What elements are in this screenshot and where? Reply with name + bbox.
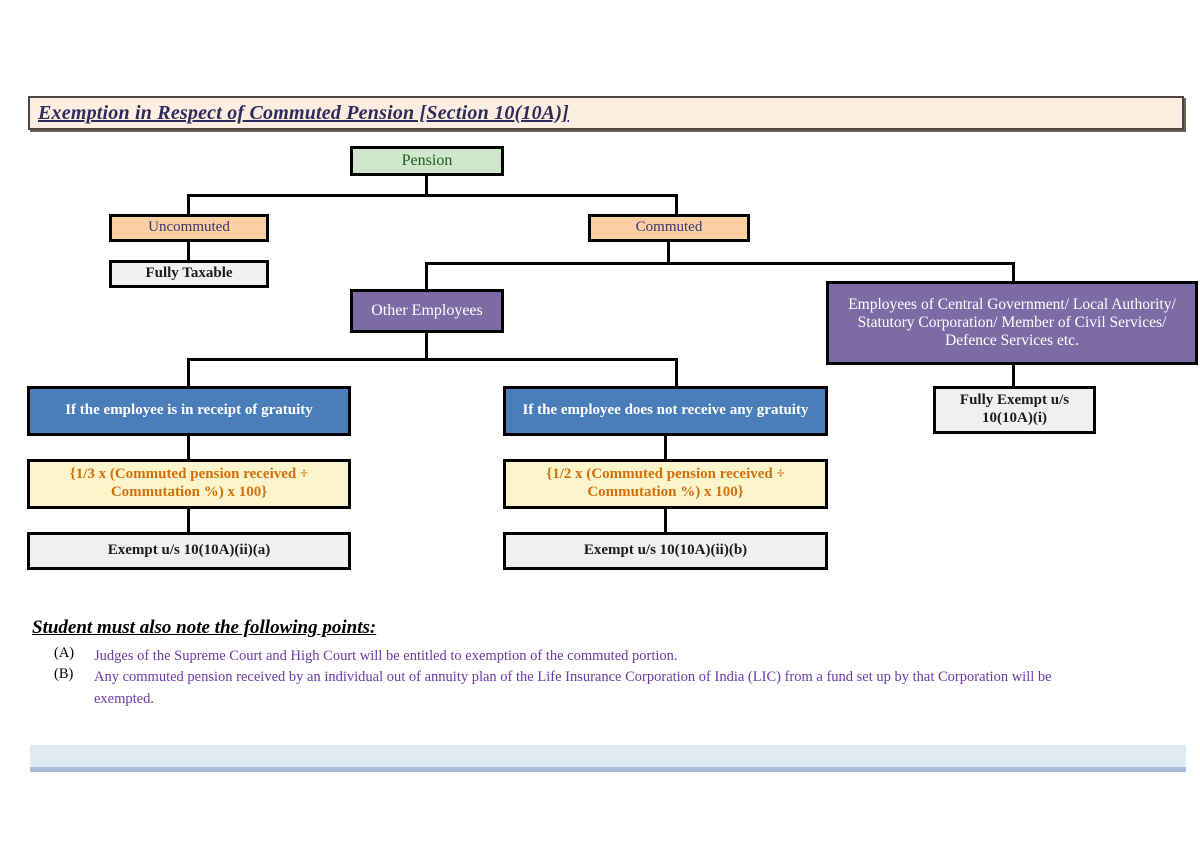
node-other-employees[interactable]: Other Employees [350,289,504,333]
node-with-gratuity[interactable]: If the employee is in receipt of gratuit… [27,386,351,436]
connector-commuted-stem [667,241,670,264]
connector-without-gratuity-formula [664,436,667,459]
connector-with-gratuity-formula [187,436,190,459]
connector-other-employees-bar [187,358,678,361]
connector-other-employees-stem [425,332,428,360]
connector-central-govt-fully-exempt [1012,364,1015,386]
node-commuted-label: Commuted [635,219,703,236]
title-banner: Exemption in Respect of Commuted Pension… [28,96,1184,130]
footer-rule [30,767,1186,772]
node-formula-one-third-label: {1/3 x (Commuted pension received ÷ Comm… [69,466,309,500]
node-commuted[interactable]: Commuted [588,214,750,242]
connector-pension-bar [187,194,678,197]
node-fully-taxable-label: Fully Taxable [145,265,233,282]
connector-formula-exempt-b [664,509,667,532]
node-uncommuted[interactable]: Uncommuted [109,214,269,242]
connector-to-with-gratuity [187,358,190,386]
connector-to-commuted [675,194,678,215]
node-fully-taxable[interactable]: Fully Taxable [109,260,269,288]
node-formula-one-third[interactable]: {1/3 x (Commuted pension received ÷ Comm… [27,459,351,509]
node-central-government-employees-label: Employees of Central Government/ Local A… [848,295,1176,350]
node-uncommuted-label: Uncommuted [148,219,230,236]
connector-to-central-govt [1012,262,1015,281]
node-exempt-a[interactable]: Exempt u/s 10(10A)(ii)(a) [27,532,351,570]
connector-to-other-employees [425,262,428,290]
page-title: Exemption in Respect of Commuted Pension… [38,102,570,124]
node-formula-one-half-label: {1/2 x (Commuted pension received ÷ Comm… [546,466,785,500]
connector-to-without-gratuity [675,358,678,386]
node-with-gratuity-label: If the employee is in receipt of gratuit… [65,402,313,419]
node-central-government-employees[interactable]: Employees of Central Government/ Local A… [826,281,1198,365]
node-exempt-a-label: Exempt u/s 10(10A)(ii)(a) [107,542,271,559]
connector-to-uncommuted [187,194,190,215]
node-formula-one-half[interactable]: {1/2 x (Commuted pension received ÷ Comm… [503,459,828,509]
note-text: Judges of the Supreme Court and High Cou… [94,648,678,664]
node-pension-label: Pension [401,151,453,169]
notes-heading: Student must also note the following poi… [32,617,377,638]
connector-commuted-bar [425,262,1015,265]
node-without-gratuity-label: If the employee does not receive any gra… [522,402,809,419]
note-item: (B) Any commuted pension received by an … [32,666,1052,711]
node-fully-exempt[interactable]: Fully Exempt u/s 10(10A)(i) [933,386,1096,434]
node-without-gratuity[interactable]: If the employee does not receive any gra… [503,386,828,436]
footer-band [30,745,1186,767]
node-pension[interactable]: Pension [350,146,504,176]
note-marker: (B) [54,666,74,682]
connector-pension-stem [425,175,428,197]
connector-uncommuted-fullytaxable [187,241,190,261]
node-exempt-b[interactable]: Exempt u/s 10(10A)(ii)(b) [503,532,828,570]
node-exempt-b-label: Exempt u/s 10(10A)(ii)(b) [583,542,748,559]
note-item: (A) Judges of the Supreme Court and High… [32,645,1032,667]
connector-formula-exempt-a [187,509,190,532]
note-marker: (A) [54,645,75,661]
note-text: Any commuted pension received by an indi… [94,669,1052,708]
node-fully-exempt-label: Fully Exempt u/s 10(10A)(i) [959,392,1070,426]
node-other-employees-label: Other Employees [371,301,483,319]
